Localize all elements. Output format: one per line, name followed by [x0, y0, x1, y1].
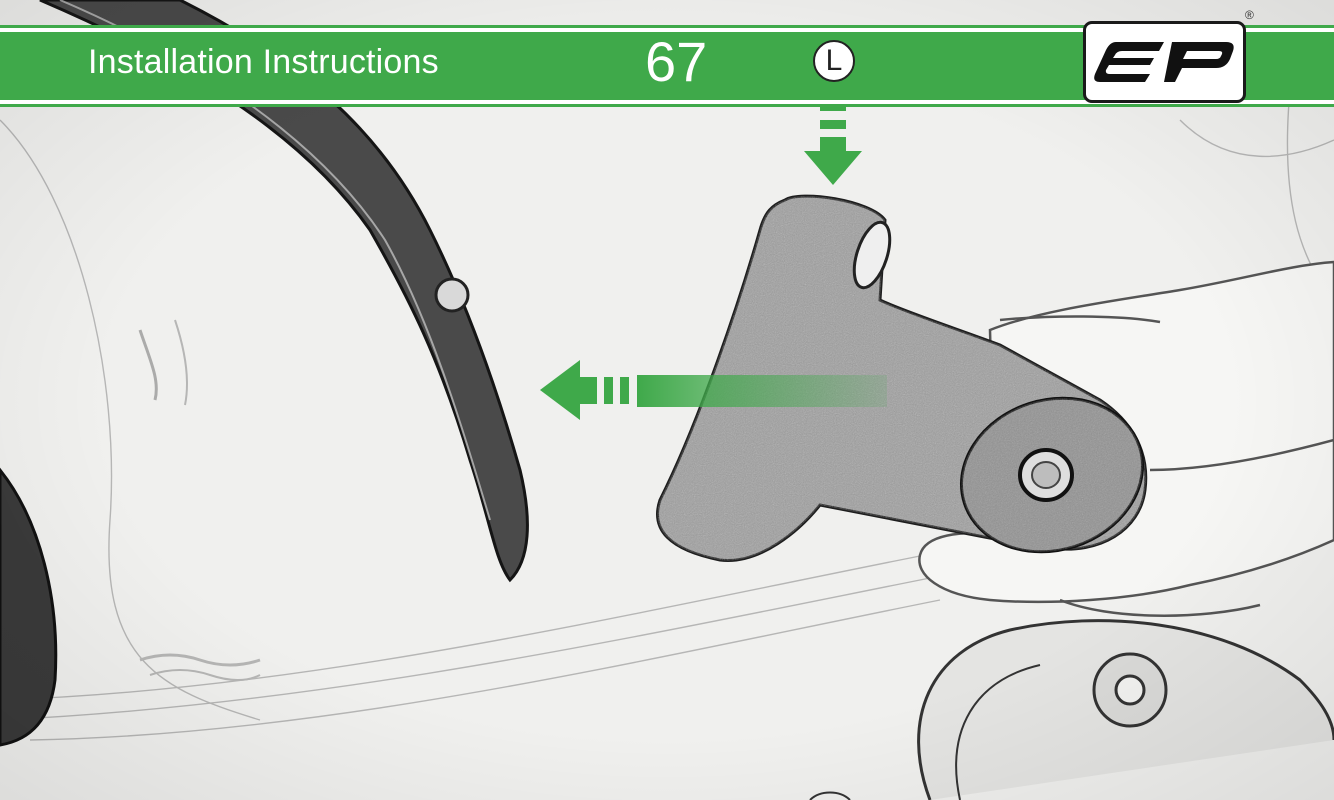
page-number: 67 [645, 32, 707, 92]
ep-logo [1083, 21, 1246, 103]
registered-mark: ® [1245, 8, 1254, 22]
page-title: Installation Instructions [88, 40, 439, 84]
ep-logo-icon [1086, 24, 1243, 100]
step-badge: L [813, 40, 855, 82]
